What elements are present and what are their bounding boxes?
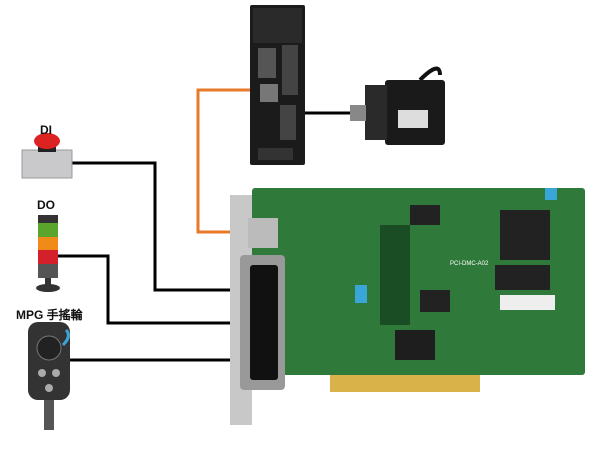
board-model-text: PCI-DMC-A02 [450,261,489,267]
di-pushbutton [21,133,73,179]
mpg-handwheel [28,322,70,430]
do-label: DO [37,198,55,212]
di-wire [72,161,245,292]
mpg-label: MPG 手搖輪 [16,308,83,322]
do-signal-tower [36,215,60,292]
do-wire [56,254,245,325]
ethernet-cable [196,88,268,234]
pci-motion-card: PCI-DMC-A02 [230,188,585,425]
servo-motor [350,66,445,145]
servo-drive [250,5,305,165]
di-label: DI [40,123,52,137]
